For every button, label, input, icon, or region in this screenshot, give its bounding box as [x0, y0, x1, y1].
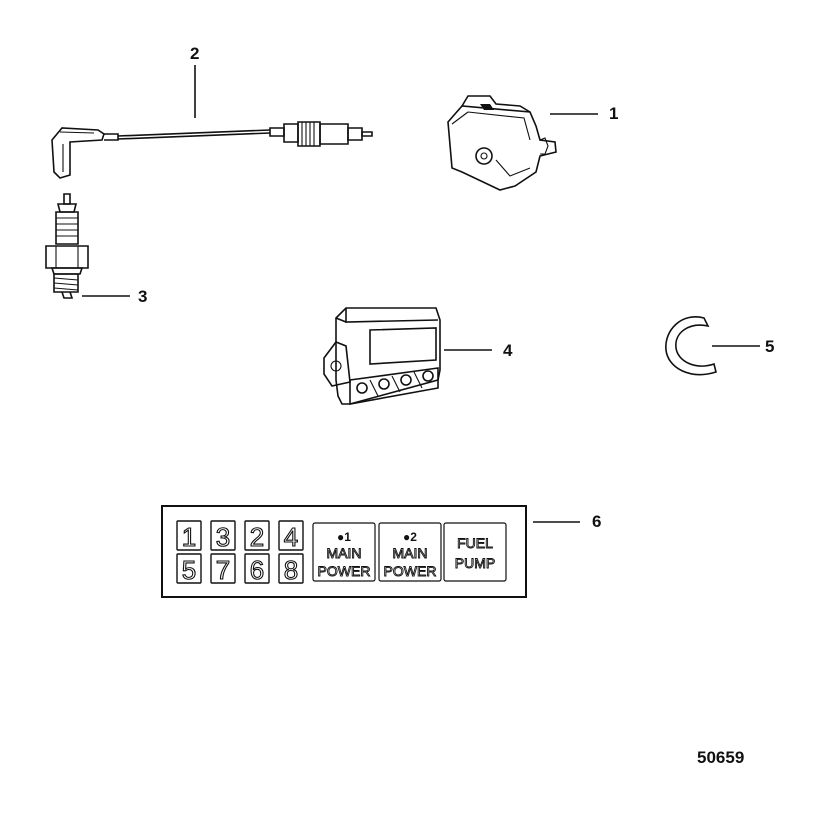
main-power-1-number: ●1 [337, 530, 351, 544]
callout-1: 1 [609, 104, 619, 123]
leader-lines [82, 65, 760, 523]
main-power-2-line2: POWER [384, 563, 437, 579]
decal-number: 5 [182, 555, 196, 585]
spark-plug-icon [45, 193, 89, 299]
ignition-coil-icon [447, 95, 557, 191]
callout-3: 3 [138, 287, 148, 306]
decal-icon [161, 505, 527, 598]
decal-number: 2 [250, 522, 264, 552]
hose-clip-icon [665, 316, 717, 376]
main-power-1-line1: MAIN [327, 545, 362, 561]
decal-number: 4 [284, 522, 298, 552]
main-power-2-line1: MAIN [393, 545, 428, 561]
fuel-pump-line2: PUMP [455, 555, 495, 571]
decal-number: 6 [250, 555, 264, 585]
relay-block-icon [323, 307, 441, 405]
callout-2: 2 [190, 44, 200, 63]
figure-number: 50659 [697, 748, 745, 767]
fuel-pump-line1: FUEL [457, 535, 493, 551]
decal-number: 8 [284, 555, 298, 585]
decal-number: 7 [216, 555, 230, 585]
decal-number: 3 [216, 522, 230, 552]
decal-text: 1 3 2 4 5 7 6 8 ●1 MAIN POWER ●2 MAIN PO… [181, 521, 495, 585]
decal-number: 1 [182, 522, 196, 552]
main-power-1-line2: POWER [318, 563, 371, 579]
callout-6: 6 [592, 512, 602, 531]
spark-plug-lead-icon [51, 121, 373, 179]
main-power-2-number: ●2 [403, 530, 417, 544]
callout-4: 4 [503, 341, 513, 360]
callout-5: 5 [765, 337, 775, 356]
